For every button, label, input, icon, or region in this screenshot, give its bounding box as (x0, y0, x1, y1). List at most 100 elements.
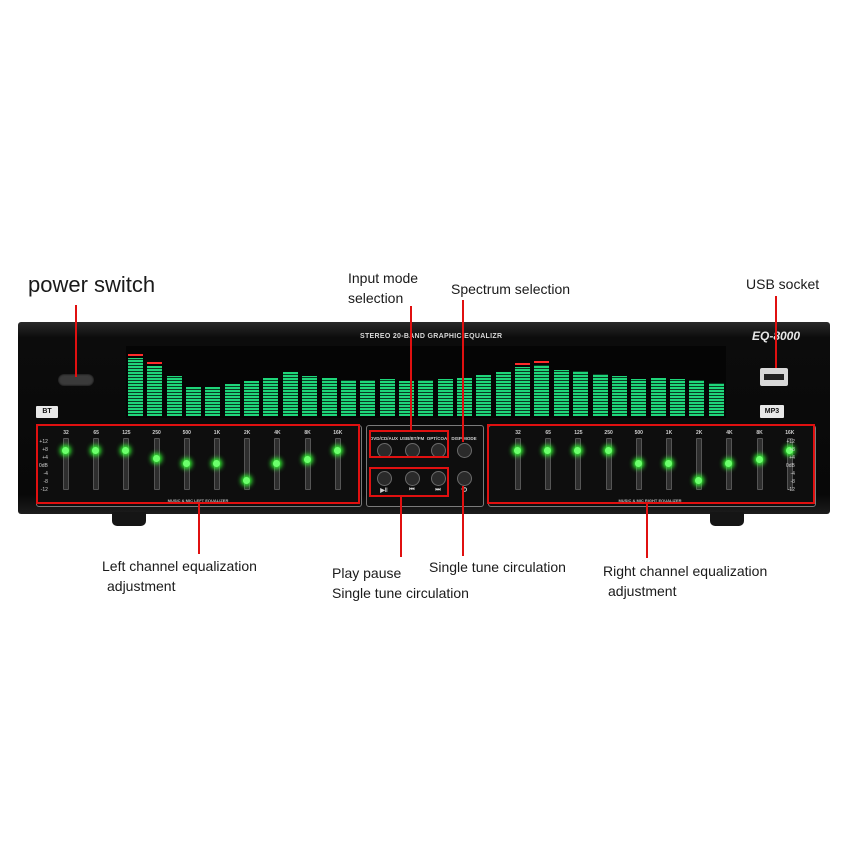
spectrum-bar (263, 378, 278, 416)
next-button[interactable] (431, 471, 446, 486)
spectrum-selection-pointer (462, 300, 464, 442)
repeat-icon: ⟲ (461, 487, 467, 494)
right-eq-pointer (646, 504, 648, 558)
eq-band-label: 8K (756, 430, 763, 436)
spectrum-peak (515, 363, 530, 365)
spectrum-bar (283, 372, 298, 416)
eq-band-label: 8K (304, 430, 311, 436)
left-eq-pointer (198, 504, 200, 554)
eq-slider-knob[interactable] (213, 460, 220, 467)
power-switch[interactable] (58, 374, 94, 386)
eq-slider-knob[interactable] (544, 446, 552, 454)
device-foot (710, 512, 744, 526)
play-pause-label-line1: Play pause (332, 565, 402, 581)
spectrum-bar (225, 384, 240, 416)
eq-slider-knob[interactable] (303, 456, 311, 464)
eq-band-label: 2K (243, 430, 251, 436)
spectrum-bar (593, 374, 608, 416)
eq-slider-knob[interactable] (152, 454, 160, 462)
device-title: STEREO 20-BAND GRAPHIC EQUALIZR (360, 333, 503, 340)
eq-slider-track[interactable] (575, 438, 582, 490)
eq-slider-track[interactable] (515, 438, 521, 490)
mp3-badge: MP3 (760, 405, 784, 418)
eq-scale-mark: -4 (43, 471, 48, 477)
input-button-label: DVD/CD/AUX (369, 436, 399, 441)
eq-slider-knob[interactable] (755, 456, 763, 464)
eq-slider-knob[interactable] (273, 460, 281, 467)
eq-band-label: 16K (785, 430, 795, 436)
eq-band-label: 16K (333, 430, 343, 436)
spectrum-bar (186, 387, 201, 416)
eq-band-label: 1K (665, 430, 673, 436)
power-switch-label: power switch (28, 272, 156, 297)
usb-socket[interactable] (760, 368, 788, 386)
eq-band-label: 125 (574, 430, 583, 436)
eq-slider-track[interactable] (334, 438, 341, 490)
eq-scale-mark: 0dB (39, 463, 48, 469)
left-eq-label: Left channel equalization adjustment (102, 556, 257, 596)
eq-slider-track[interactable] (545, 438, 552, 490)
spectrum-bar (689, 380, 704, 416)
display-mode-button[interactable] (457, 443, 472, 458)
spectrum-bar (418, 380, 433, 416)
eq-scale-mark: -12 (787, 487, 795, 493)
eq-slider-knob[interactable] (514, 446, 521, 454)
eq-slider-track[interactable] (696, 438, 703, 490)
eq-slider-track[interactable] (244, 438, 251, 490)
spectrum-peak (147, 362, 162, 364)
eq-slider-knob[interactable] (62, 446, 69, 454)
previous-icon: ⏮ (409, 487, 415, 493)
spectrum-selection-label: Spectrum selection (451, 281, 571, 297)
eq-slider-track[interactable] (123, 438, 130, 490)
spectrum-bar (360, 380, 375, 416)
spectrum-bar (631, 379, 646, 416)
eq-band-label: 32 (63, 430, 69, 436)
previous-button[interactable] (405, 471, 420, 486)
playback-callout-box (369, 467, 449, 497)
eq-scale-mark: -8 (790, 479, 795, 485)
eq-slider-knob[interactable] (243, 476, 251, 484)
spectrum-bar (496, 372, 511, 416)
repeat-button[interactable] (457, 471, 472, 486)
eq-slider-knob[interactable] (574, 446, 582, 454)
play-pause-button[interactable] (377, 471, 392, 486)
eq-slider-knob[interactable] (695, 476, 703, 484)
eq-slider-knob[interactable] (604, 446, 612, 454)
eq-band-label: 250 (152, 430, 161, 436)
eq-band-label: 1K (213, 430, 221, 436)
spectrum-bar (612, 376, 627, 416)
eq-slider-track[interactable] (304, 438, 311, 490)
eq-slider-track[interactable] (605, 438, 612, 490)
eq-slider-knob[interactable] (665, 460, 672, 467)
eq-slider-knob[interactable] (725, 460, 733, 467)
single-tune-label: Single tune circulation (429, 559, 566, 575)
play-pause-pointer (400, 497, 402, 557)
eq-band-label: 4K (274, 430, 281, 436)
play-pause-icon: ▶‖ (380, 488, 388, 494)
spectrum-bar (167, 376, 182, 416)
eq-band-label: 32 (515, 430, 521, 436)
eq-slider-knob[interactable] (634, 460, 642, 467)
eq-slider-track[interactable] (63, 438, 69, 490)
left-eq-caption: MUSIC & MIC LEFT EQUALIZER (167, 498, 229, 503)
eq-slider-knob[interactable] (182, 460, 190, 467)
power-switch-pointer (75, 305, 77, 377)
left-eq-label-line2: adjustment (107, 578, 176, 594)
spectrum-bar (341, 380, 356, 416)
eq-slider-knob[interactable] (333, 446, 341, 454)
spectrum-bar (554, 370, 569, 416)
eq-slider-knob[interactable] (92, 446, 100, 454)
display-button-label: DISP MODE (451, 436, 477, 441)
eq-slider-track[interactable] (93, 438, 100, 490)
eq-slider-track[interactable] (786, 438, 793, 490)
eq-slider-knob[interactable] (122, 446, 130, 454)
input-mode-callout-box (369, 430, 449, 458)
eq-band-label: 500 (634, 430, 643, 436)
spectrum-bar (534, 365, 549, 416)
eq-slider-knob[interactable] (785, 446, 793, 454)
spectrum-bar (515, 367, 530, 416)
eq-slider-track[interactable] (153, 438, 160, 490)
spectrum-bar (322, 378, 337, 416)
eq-slider-track[interactable] (756, 438, 763, 490)
usb-socket-label: USB socket (746, 276, 820, 292)
